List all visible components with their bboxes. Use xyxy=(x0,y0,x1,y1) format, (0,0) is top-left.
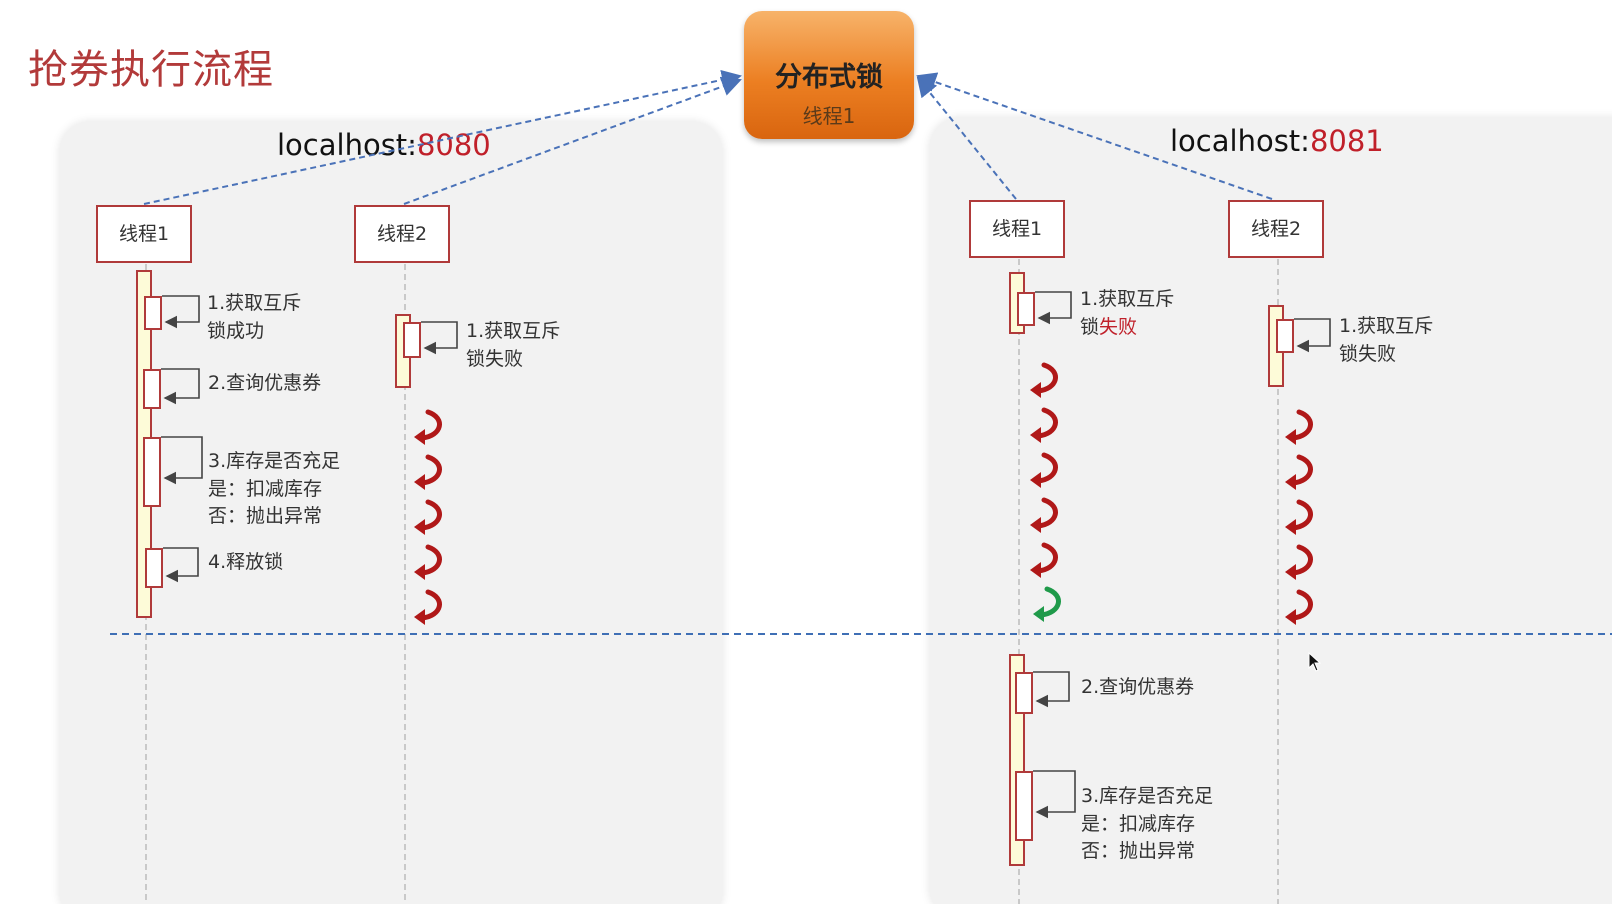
step-label: 1.获取互斥 锁失败 xyxy=(466,320,561,370)
thread-box-8080-1: 线程1 xyxy=(96,205,192,263)
self-call-box xyxy=(143,369,161,409)
step-label: 2.查询优惠券 xyxy=(1081,676,1195,698)
lock-title: 分布式锁 xyxy=(775,62,883,93)
thread-box-8080-2: 线程2 xyxy=(354,205,450,263)
self-call-box xyxy=(1017,292,1035,326)
step-label: 2.查询优惠券 xyxy=(208,372,322,394)
server-title-8081: localhost:8081 xyxy=(1170,124,1384,158)
link-8080-thread1-to-lock xyxy=(143,70,742,205)
server-port: 8080 xyxy=(416,128,491,162)
self-call-box xyxy=(1015,672,1033,714)
step-label: 3.库存是否充足 是：扣减库存 否：抛出异常 xyxy=(208,450,341,528)
lock-holder: 线程1 xyxy=(802,104,856,128)
link-8081-thread1-to-lock xyxy=(916,76,1017,200)
server-title-8080: localhost:8080 xyxy=(277,128,491,162)
self-call-box xyxy=(403,322,421,358)
server-host: localhost: xyxy=(1170,124,1310,158)
self-call-box xyxy=(1015,771,1033,841)
link-8080-thread2-to-lock xyxy=(403,76,742,205)
step-label: 1.获取互斥 锁失败 xyxy=(1339,315,1434,365)
distributed-lock-box: 分布式锁 线程1 xyxy=(744,11,914,139)
link-8081-thread2-to-lock xyxy=(916,72,1273,200)
server-host: localhost: xyxy=(277,128,417,162)
thread-box-8081-2: 线程2 xyxy=(1228,200,1324,258)
self-call-box xyxy=(1276,319,1294,353)
step-label: 3.库存是否充足 是：扣减库存 否：抛出异常 xyxy=(1081,785,1214,863)
page-title: 抢券执行流程 xyxy=(28,47,274,93)
step-label: 4.释放锁 xyxy=(208,551,284,573)
mouse-pointer-icon xyxy=(1308,652,1322,672)
step-label: 1.获取互斥 锁成功 xyxy=(207,292,302,342)
step-label: 1.获取互斥 锁失败 xyxy=(1080,288,1175,338)
self-call-box xyxy=(144,296,162,330)
thread-box-8081-1: 线程1 xyxy=(969,200,1065,258)
self-call-box xyxy=(145,548,163,588)
self-call-box xyxy=(143,437,161,507)
server-port: 8081 xyxy=(1309,124,1384,158)
